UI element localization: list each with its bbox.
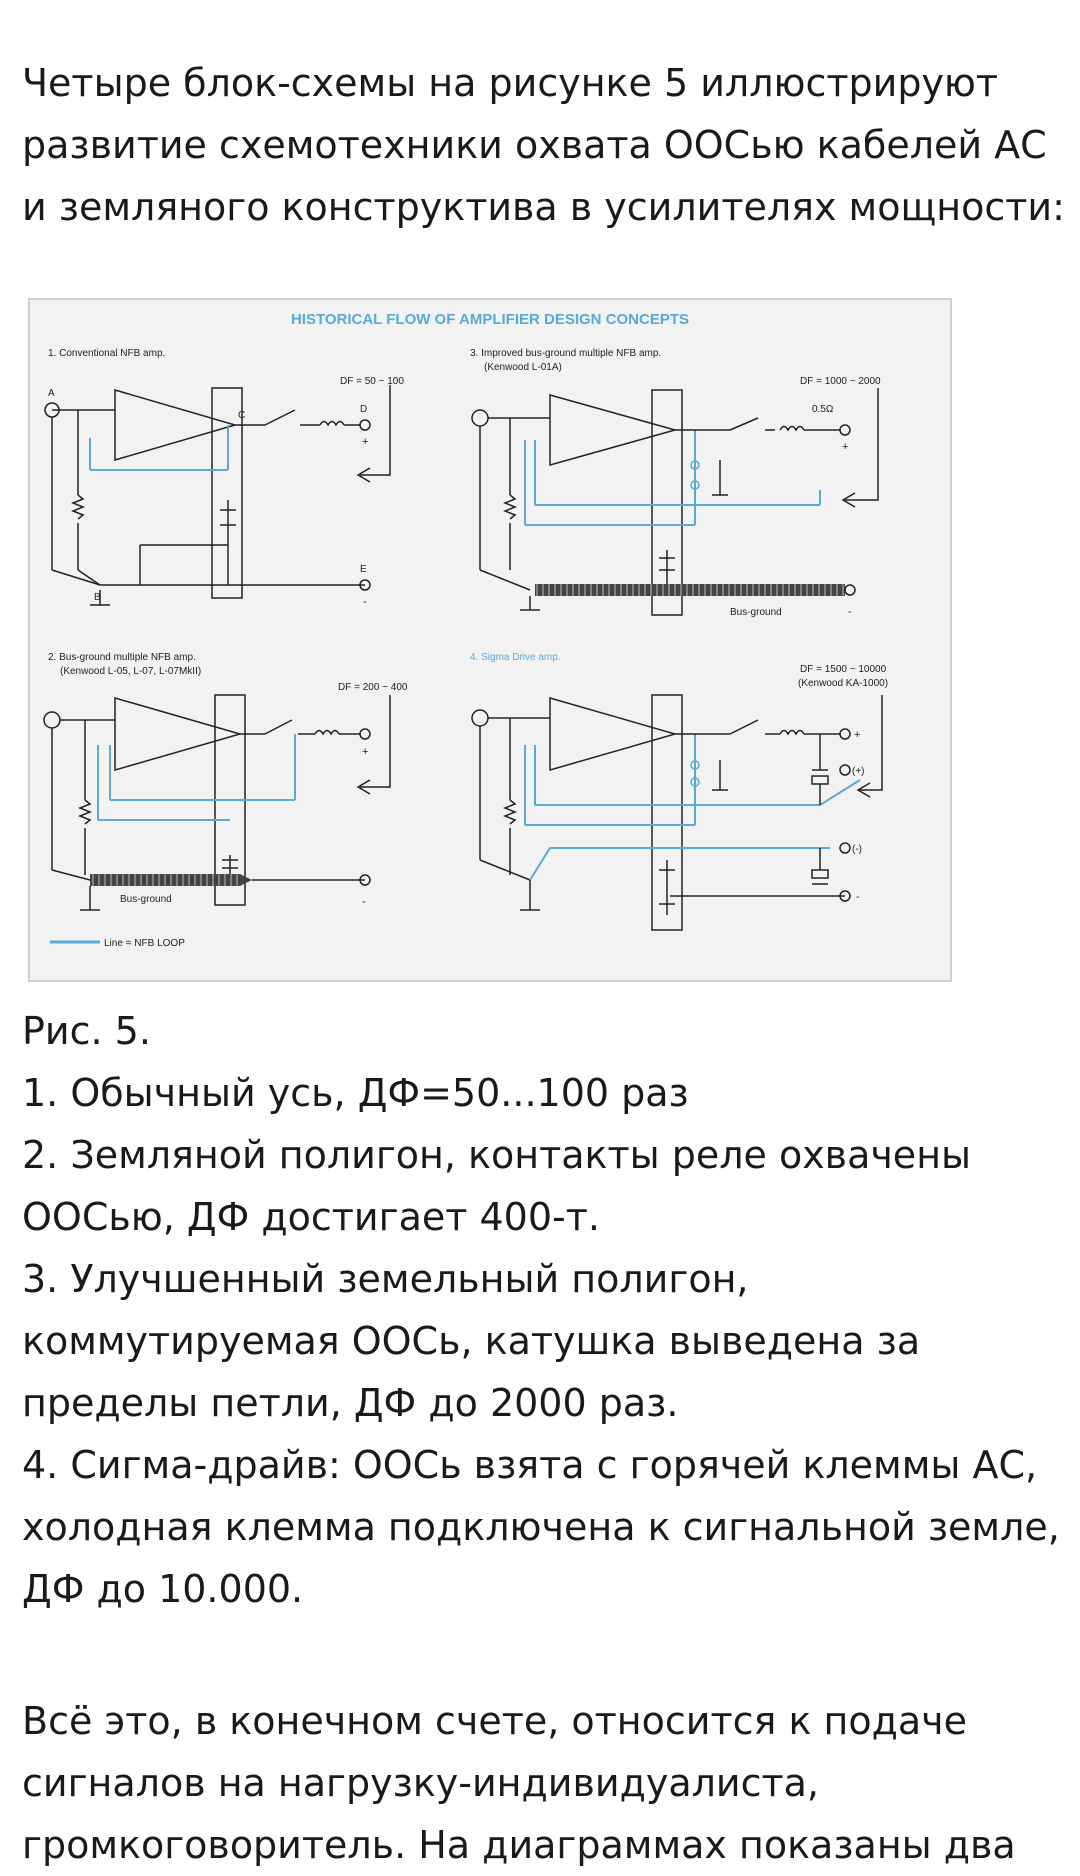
relay-contact-icon — [264, 409, 296, 426]
mark-plus: + — [362, 436, 368, 448]
amplifier-diagram-figure[interactable]: HISTORICAL FLOW OF AMPLIFIER DESIGN CONC… — [28, 298, 952, 982]
relay-contact-icon — [729, 719, 759, 735]
mark-minus: - — [363, 596, 367, 608]
panel-2-bus-label: Bus-ground — [120, 894, 172, 905]
speaker-terminal-icon — [359, 419, 371, 431]
mark-e: E — [360, 564, 367, 575]
figure-caption: Рис. 5. 1. Обычный усь, ДФ=50...100 раз … — [22, 1000, 1062, 1620]
amplifier-triangle — [549, 697, 678, 771]
mark-plus: + — [842, 441, 848, 453]
panel-1-df: DF = 50 ~ 100 — [340, 376, 404, 387]
mark-minus: - — [856, 891, 860, 903]
bus-ground-bar — [90, 874, 240, 886]
outro-paragraph: Всё это, в конечном счете, относится к п… — [22, 1690, 1062, 1876]
speaker-icon — [360, 385, 391, 476]
mark-a: A — [48, 388, 55, 399]
panel-4-df-sub: (Kenwood KA-1000) — [798, 678, 888, 689]
panel-4-label: 4. Sigma Drive amp. — [470, 652, 561, 663]
panel-bus-ground-multiple-nfb: 2. Bus-ground multiple NFB amp. (Kenwood… — [43, 652, 408, 949]
outro-line: Всё это, в конечном счете, относится к п… — [22, 1699, 967, 1743]
mark-plus: + — [854, 729, 860, 741]
caption-line: 2. Земляной полигон, контакты реле охвач… — [22, 1133, 972, 1177]
input-jack-icon — [43, 711, 61, 729]
relay-coil-icon — [690, 460, 700, 470]
panel-2-label: 2. Bus-ground multiple NFB amp. — [48, 652, 196, 663]
panel-improved-bus-ground: 3. Improved bus-ground multiple NFB amp.… — [470, 348, 881, 618]
output-bus-bar — [651, 694, 683, 931]
legend-label: Line = NFB LOOP — [104, 938, 185, 949]
output-bus-bar — [651, 389, 683, 616]
speaker-icon — [860, 695, 883, 791]
panel-conventional-nfb: 1. Conventional NFB amp. DF = 50 ~ 100 A… — [44, 348, 404, 608]
panel-2-df: DF = 200 ~ 400 — [338, 682, 408, 693]
relay-contact-icon — [729, 417, 759, 431]
resistor-icon — [77, 799, 93, 825]
mark-d: D — [360, 404, 367, 415]
panel-2-sublabel: (Kenwood L-05, L-07, L-07MkII) — [60, 666, 201, 677]
amplifier-triangle — [114, 697, 243, 771]
coil-icon — [319, 420, 345, 427]
intro-line: и земляного конструктива в усилителях мо… — [22, 185, 1065, 229]
intro-paragraph: Четыре блок-схемы на рисунке 5 иллюстрир… — [22, 52, 1065, 238]
diagram-svg: HISTORICAL FLOW OF AMPLIFIER DESIGN CONC… — [43, 311, 888, 949]
coil-icon — [779, 425, 805, 432]
speaker-terminal-icon — [359, 728, 371, 740]
mark-minus: - — [848, 606, 852, 618]
panel-3-label: 3. Improved bus-ground multiple NFB amp. — [470, 348, 661, 359]
resistor-icon — [502, 799, 518, 825]
speaker-terminal-icon — [839, 728, 851, 740]
caption-line: холодная клемма подключена к сигнальной … — [22, 1505, 1060, 1549]
caption-line: Рис. 5. — [22, 1009, 151, 1053]
relay-contact-icon — [264, 719, 293, 735]
speaker-terminal-icon — [839, 424, 851, 436]
caption-line: 4. Сигма-драйв: ООСь взята с горячей кле… — [22, 1443, 1038, 1487]
panel-3-df: DF = 1000 ~ 2000 — [800, 376, 881, 387]
input-jack-icon — [471, 409, 489, 427]
intro-line: Четыре блок-схемы на рисунке 5 иллюстрир… — [22, 61, 999, 105]
amplifier-triangle — [114, 389, 238, 461]
caption-line: коммутируемая ООСь, катушка выведена за — [22, 1319, 921, 1363]
mark-plus: + — [362, 746, 368, 758]
coil-icon — [314, 729, 340, 736]
panel-3-bus-label: Bus-ground — [730, 607, 782, 618]
mark-minus: - — [362, 896, 366, 908]
amplifier-triangle — [549, 394, 678, 466]
figure-title: HISTORICAL FLOW OF AMPLIFIER DESIGN CONC… — [291, 311, 689, 328]
caption-line: ООСью, ДФ достигает 400-т. — [22, 1195, 600, 1239]
mark-r05: 0.5Ω — [812, 404, 834, 415]
input-jack-icon — [471, 709, 489, 727]
coil-icon — [779, 729, 805, 736]
caption-line: 3. Улучшенный земельный полигон, — [22, 1257, 749, 1301]
speaker-icon — [360, 695, 391, 788]
panel-sigma-drive: 4. Sigma Drive amp. DF = 1500 ~ 10000 (K… — [470, 652, 888, 931]
bus-ground-bar — [535, 584, 845, 596]
mark-plus-sense: (+) — [852, 766, 865, 777]
panel-4-df: DF = 1500 ~ 10000 — [800, 664, 887, 675]
outro-line: сигналов на нагрузку-индивидуалиста, — [22, 1761, 819, 1805]
panel-3-sublabel: (Kenwood L-01A) — [484, 362, 562, 373]
mark-c: C — [238, 410, 245, 421]
caption-line: 1. Обычный усь, ДФ=50...100 раз — [22, 1071, 689, 1115]
speaker-icon — [845, 388, 879, 501]
caption-line: пределы петли, ДФ до 2000 раз. — [22, 1381, 679, 1425]
mark-b: B — [94, 592, 101, 603]
relay-coil-icon — [690, 760, 700, 770]
intro-line: развитие схемотехники охвата ООСью кабел… — [22, 123, 1047, 167]
resistor-icon — [70, 494, 86, 520]
output-bus-bar — [211, 387, 243, 599]
panel-1-label: 1. Conventional NFB amp. — [48, 348, 165, 359]
mark-minus-sense: (-) — [852, 844, 862, 855]
outro-line: громкоговоритель. На диаграммах показаны… — [22, 1823, 1016, 1867]
resistor-icon — [502, 494, 518, 520]
caption-line: ДФ до 10.000. — [22, 1567, 304, 1611]
